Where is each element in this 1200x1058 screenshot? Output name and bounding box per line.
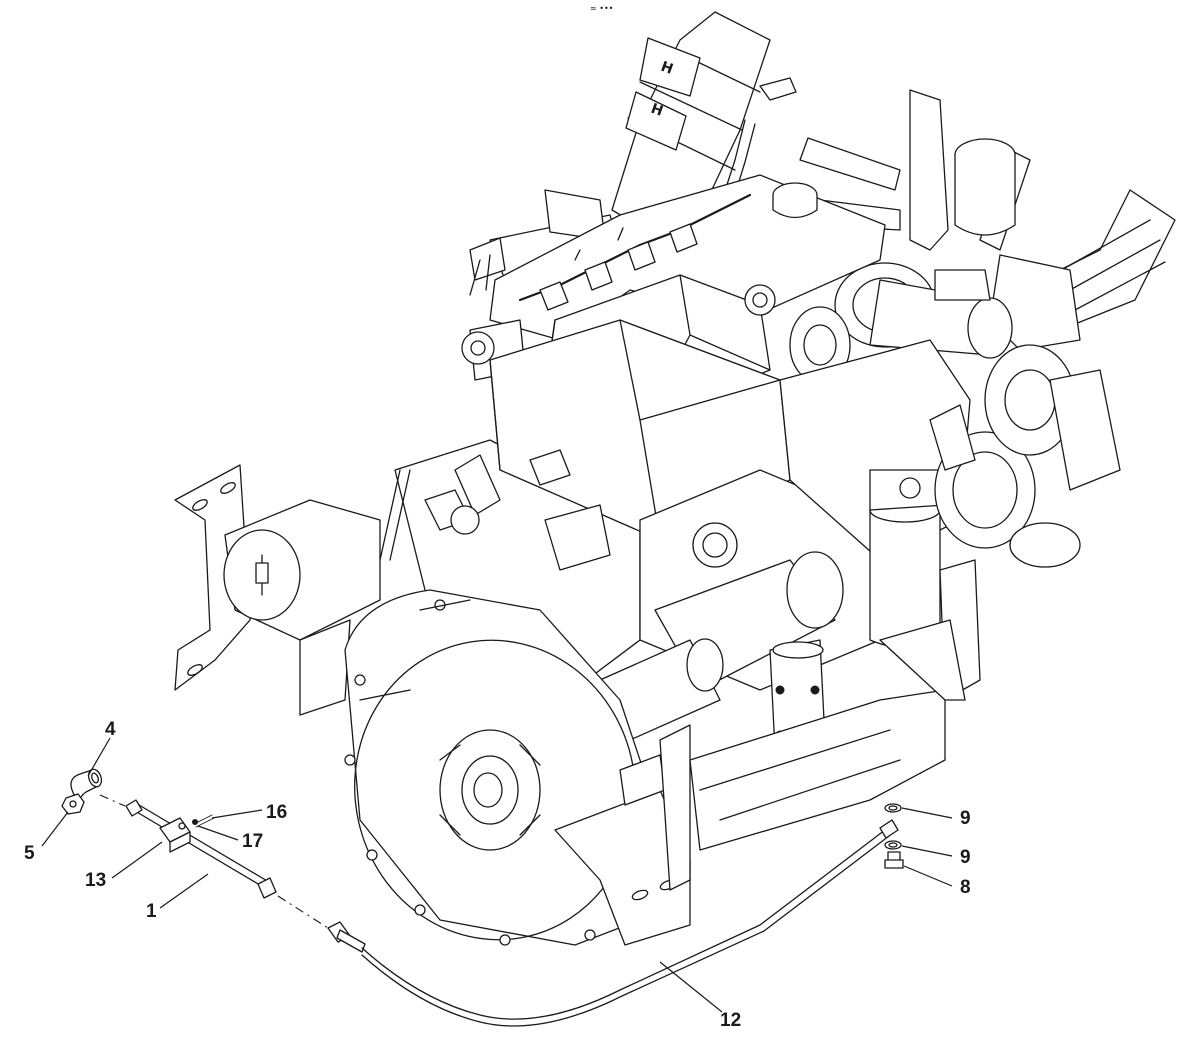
part-5-nut — [61, 793, 85, 815]
leader-lines — [41, 737, 953, 1013]
callout-5: 5 — [24, 843, 35, 864]
part-9-upper-washer — [884, 803, 902, 813]
callout-4: 4 — [105, 719, 116, 740]
callout-9-upper: 9 — [960, 808, 971, 829]
part-12-hose — [327, 819, 899, 1027]
part-13-clamp-block — [159, 817, 191, 853]
right-engine-mount — [554, 724, 691, 946]
callout-13: 13 — [85, 870, 107, 891]
callout-16: 16 — [266, 802, 288, 823]
assembly-line-b — [277, 895, 329, 929]
part-8-banjo-bolt — [884, 851, 904, 869]
assembly-line-a — [99, 794, 126, 807]
injector-harness — [518, 193, 752, 311]
left-engine-mount — [174, 464, 381, 716]
callout-12: 12 — [720, 1010, 742, 1031]
callout-9-lower: 9 — [960, 847, 971, 868]
turbocharger — [789, 262, 1013, 384]
air-intake-hose: H H — [611, 11, 797, 233]
top-mark: ≈ ••• — [590, 4, 614, 13]
svg-text:H: H — [649, 101, 665, 120]
svg-text:H: H — [659, 59, 675, 78]
callout-17: 17 — [242, 831, 264, 852]
callout-1: 1 — [146, 901, 157, 922]
oil-pan — [689, 619, 966, 851]
oil-filter — [869, 469, 946, 649]
callout-8: 8 — [960, 877, 971, 898]
part-1-tube — [125, 799, 277, 899]
part-17-washer — [192, 819, 198, 825]
part-9-lower-washer — [884, 840, 902, 850]
